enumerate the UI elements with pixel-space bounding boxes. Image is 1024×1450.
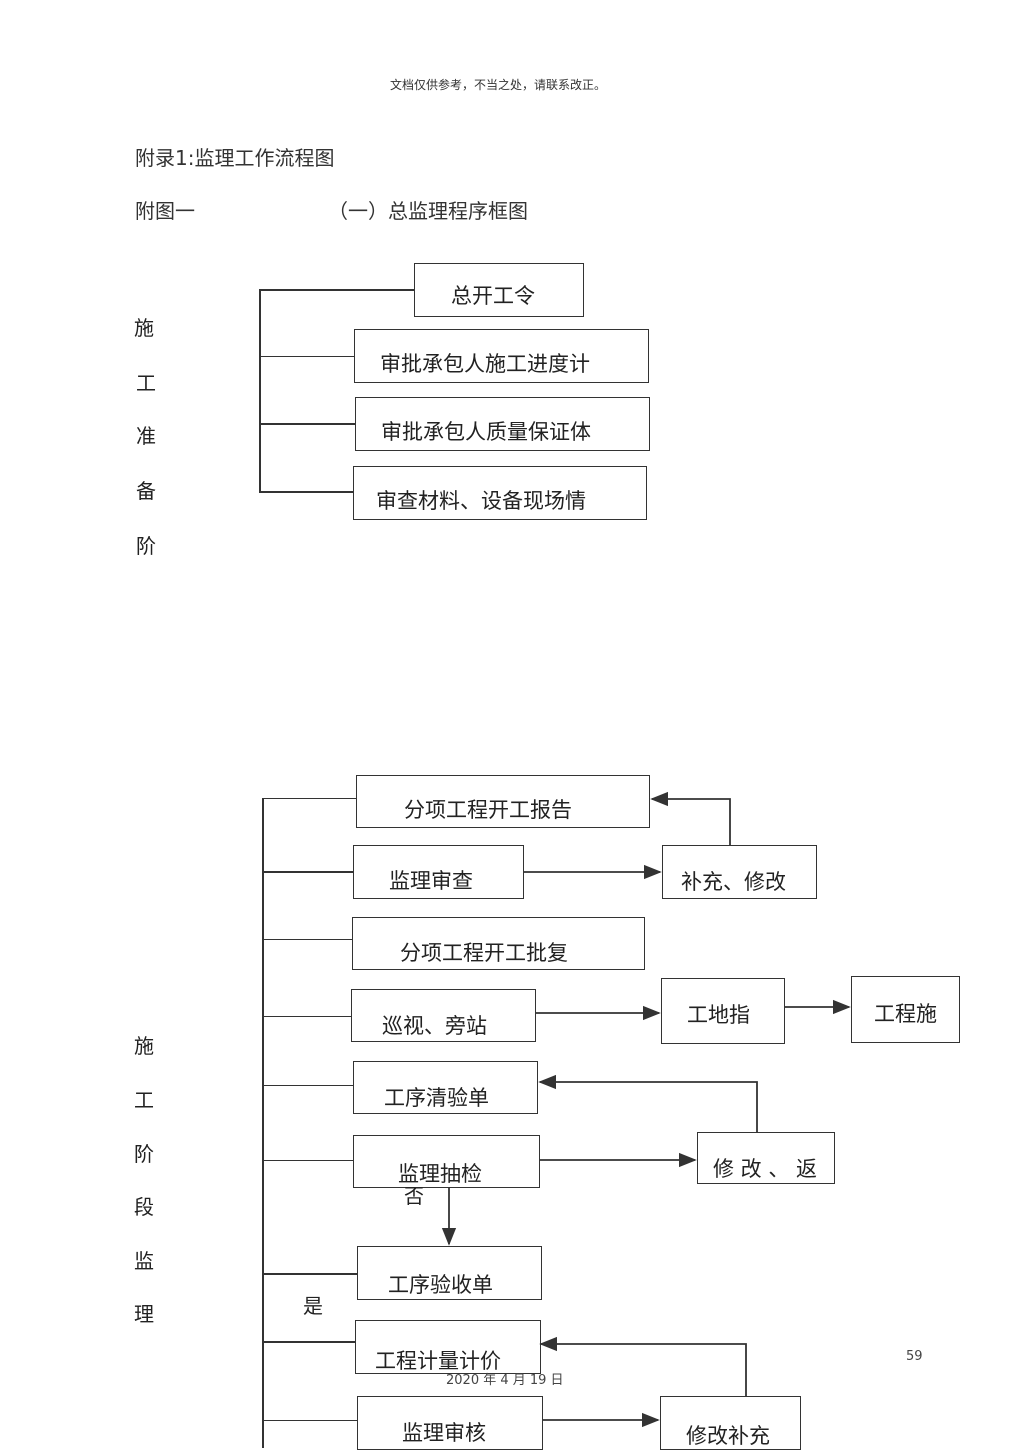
side-char: 工 — [134, 1088, 154, 1112]
box-measurement-pricing: 工程计量计价 — [355, 1320, 541, 1374]
connector-line — [262, 1016, 351, 1017]
page-number: 59 — [906, 1349, 923, 1364]
connector-line — [262, 1341, 355, 1343]
connector-line — [262, 1420, 357, 1421]
side-char: 施 — [134, 316, 154, 340]
box-general-start-order: 总开工令 — [414, 263, 584, 317]
side-char: 准 — [136, 424, 156, 448]
connector-line — [262, 1160, 353, 1161]
box-engineering-construction: 工程施 — [851, 976, 960, 1043]
box-rework: 修 改 、 返 — [697, 1132, 835, 1184]
side-char: 监 — [134, 1249, 154, 1273]
page-header: 文档仅供参考，不当之处，请联系改正。 — [390, 78, 607, 92]
side-char: 备 — [136, 479, 156, 503]
box-supplement-modify: 补充、修改 — [662, 845, 817, 899]
no-label: 否 — [404, 1184, 424, 1208]
box-process-acceptance: 工序验收单 — [357, 1246, 542, 1300]
appendix-title: 附录1:监理工作流程图 — [135, 146, 335, 170]
connector-line — [259, 491, 354, 493]
connector-line — [259, 423, 355, 425]
box-subproject-start-report: 分项工程开工报告 — [356, 775, 650, 828]
footer-date: 2020 年 4 月 19 日 — [446, 1373, 564, 1388]
connector-line — [262, 1085, 353, 1086]
side-char: 段 — [134, 1195, 154, 1219]
connector-line — [262, 1273, 357, 1275]
side-char: 阶 — [136, 534, 156, 558]
connector-line — [259, 356, 355, 357]
box-site-instruction: 工地指 — [661, 978, 785, 1044]
side-char: 理 — [134, 1302, 154, 1326]
side-char: 工 — [136, 371, 156, 395]
box-supervision-review: 监理审查 — [353, 845, 524, 899]
connector-line — [262, 798, 356, 799]
side-char: 施 — [134, 1034, 154, 1058]
box-materials-inspection: 审查材料、设备现场情 — [353, 466, 647, 520]
connector-line — [262, 798, 264, 1448]
figure-label: 附图一 — [135, 199, 195, 223]
connector-line — [262, 939, 352, 940]
connector-line — [259, 289, 261, 492]
box-process-check-list: 工序清验单 — [353, 1061, 538, 1114]
box-subproject-start-approval: 分项工程开工批复 — [352, 917, 645, 970]
yes-label: 是 — [303, 1294, 323, 1318]
box-supervision-audit: 监理审核 — [357, 1396, 543, 1450]
figure-title: （一）总监理程序框图 — [328, 199, 528, 223]
box-modify-supplement: 修改补充 — [660, 1396, 801, 1450]
box-schedule-approval: 审批承包人施工进度计 — [354, 329, 649, 383]
connector-line — [259, 289, 415, 291]
box-patrol-station: 巡视、旁站 — [351, 989, 536, 1042]
box-quality-system-approval: 审批承包人质量保证体 — [355, 397, 650, 451]
box-spot-check: 监理抽检 — [353, 1135, 540, 1188]
connector-line — [262, 871, 353, 873]
side-char: 阶 — [134, 1142, 154, 1166]
